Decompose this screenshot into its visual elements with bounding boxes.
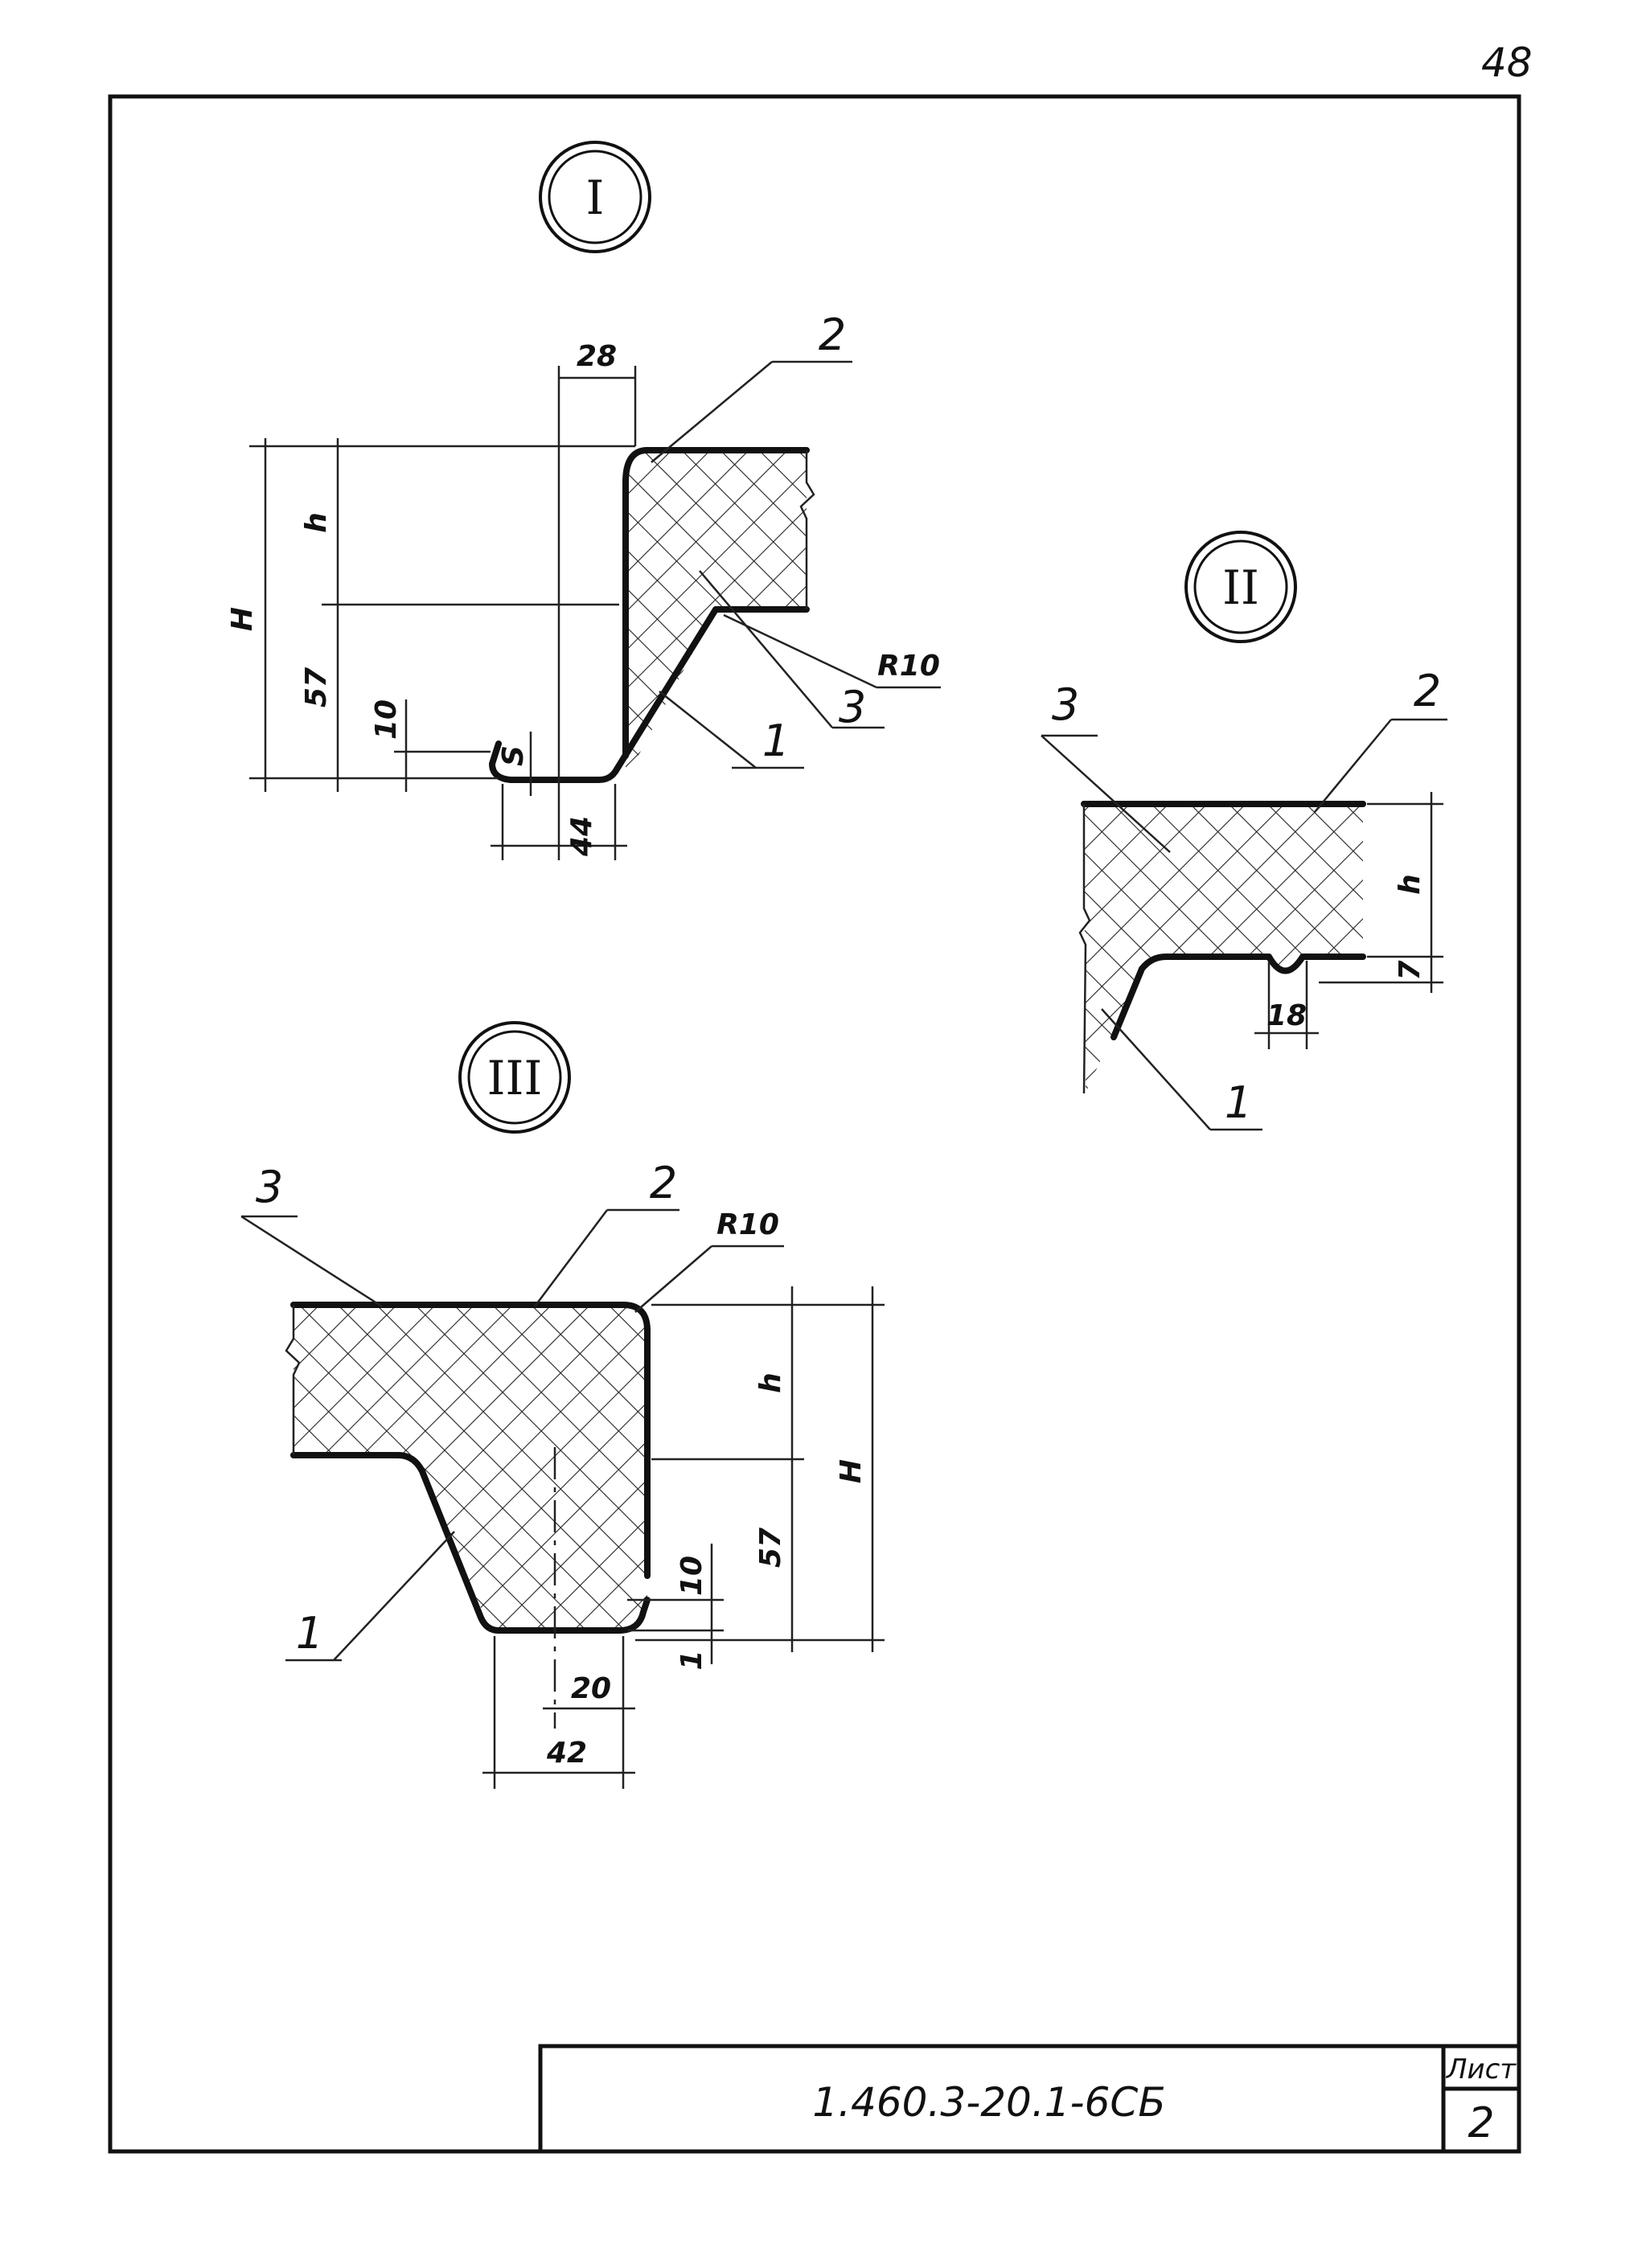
detail-3-label: III [487, 1051, 543, 1105]
svg-text:42: 42 [546, 1737, 587, 1770]
detail-2-section [1084, 804, 1363, 1093]
detail-3-radius: R10 [716, 1208, 779, 1241]
svg-text:18: 18 [1266, 999, 1307, 1032]
detail-1-section [626, 450, 807, 780]
svg-text:57: 57 [300, 667, 333, 707]
svg-text:57: 57 [754, 1528, 787, 1568]
svg-text:3: 3 [839, 682, 866, 732]
svg-text:20: 20 [571, 1672, 611, 1705]
detail-2-flange [1110, 954, 1366, 1040]
svg-text:1: 1 [675, 1650, 708, 1670]
detail-3: III h H 57 10 1 20 [240, 1021, 885, 1789]
detail-2: II h 7 18 3 2 1 [1041, 531, 1447, 1131]
page-number: 48 [1481, 39, 1533, 86]
svg-text:h: h [1394, 874, 1427, 895]
title-block: 1.460.3-20.1-6СБ Лист 2 [538, 2044, 1521, 2154]
svg-text:S: S [497, 745, 530, 766]
svg-text:28: 28 [577, 340, 617, 373]
detail-3-callouts: 3 2 R10 1 [240, 1158, 784, 1662]
detail-3-marker-outer [458, 1021, 571, 1134]
document-code: 1.460.3-20.1-6СБ [812, 2079, 1165, 2126]
svg-text:h: h [754, 1372, 787, 1393]
detail-2-marker-outer [1184, 531, 1297, 643]
svg-text:10: 10 [675, 1556, 708, 1596]
detail-1-dimensions: 28 H h 57 10 S 44 [226, 340, 637, 860]
svg-text:1: 1 [296, 1608, 323, 1659]
detail-3-marker-inner [467, 1030, 562, 1125]
detail-1-marker-inner [548, 150, 642, 244]
svg-text:2: 2 [650, 1158, 677, 1208]
detail-3-top-edge [290, 1302, 651, 1579]
svg-text:H: H [835, 1459, 868, 1483]
svg-text:3: 3 [1052, 679, 1079, 730]
svg-text:H: H [226, 607, 259, 631]
svg-text:3: 3 [256, 1162, 283, 1212]
detail-1-label: I [586, 170, 605, 225]
detail-3-flange [290, 1452, 651, 1634]
svg-text:2: 2 [819, 310, 846, 360]
detail-3-break [285, 1305, 301, 1455]
svg-text:2: 2 [1414, 666, 1441, 716]
sheet-number: 2 [1468, 2099, 1494, 2147]
detail-2-marker-inner [1193, 539, 1288, 634]
drawing-frame [108, 94, 1521, 2154]
detail-1-top-edge [622, 447, 810, 759]
svg-text:1: 1 [762, 716, 790, 766]
detail-3-section [294, 1305, 647, 1630]
svg-text:7: 7 [1394, 960, 1427, 980]
detail-1: I 28 H h 57 10 [226, 141, 941, 860]
svg-text:44: 44 [565, 816, 598, 857]
detail-2-dimensions: h 7 18 [1254, 792, 1443, 1049]
detail-1-radius: R10 [877, 650, 940, 683]
detail-2-callouts: 3 2 1 [1041, 666, 1447, 1131]
svg-text:10: 10 [370, 699, 403, 740]
sheet-label: Лист [1445, 2053, 1517, 2085]
detail-1-callouts: 2 R10 3 1 [651, 310, 941, 769]
svg-text:1: 1 [1225, 1077, 1252, 1128]
svg-text:h: h [300, 512, 333, 533]
detail-1-break [799, 450, 815, 609]
detail-1-flange [489, 606, 810, 783]
detail-1-marker-outer [539, 141, 651, 253]
detail-3-dimensions: h H 57 10 1 20 42 [482, 1286, 885, 1789]
detail-2-break [1078, 804, 1091, 1094]
detail-2-label: II [1222, 560, 1259, 615]
